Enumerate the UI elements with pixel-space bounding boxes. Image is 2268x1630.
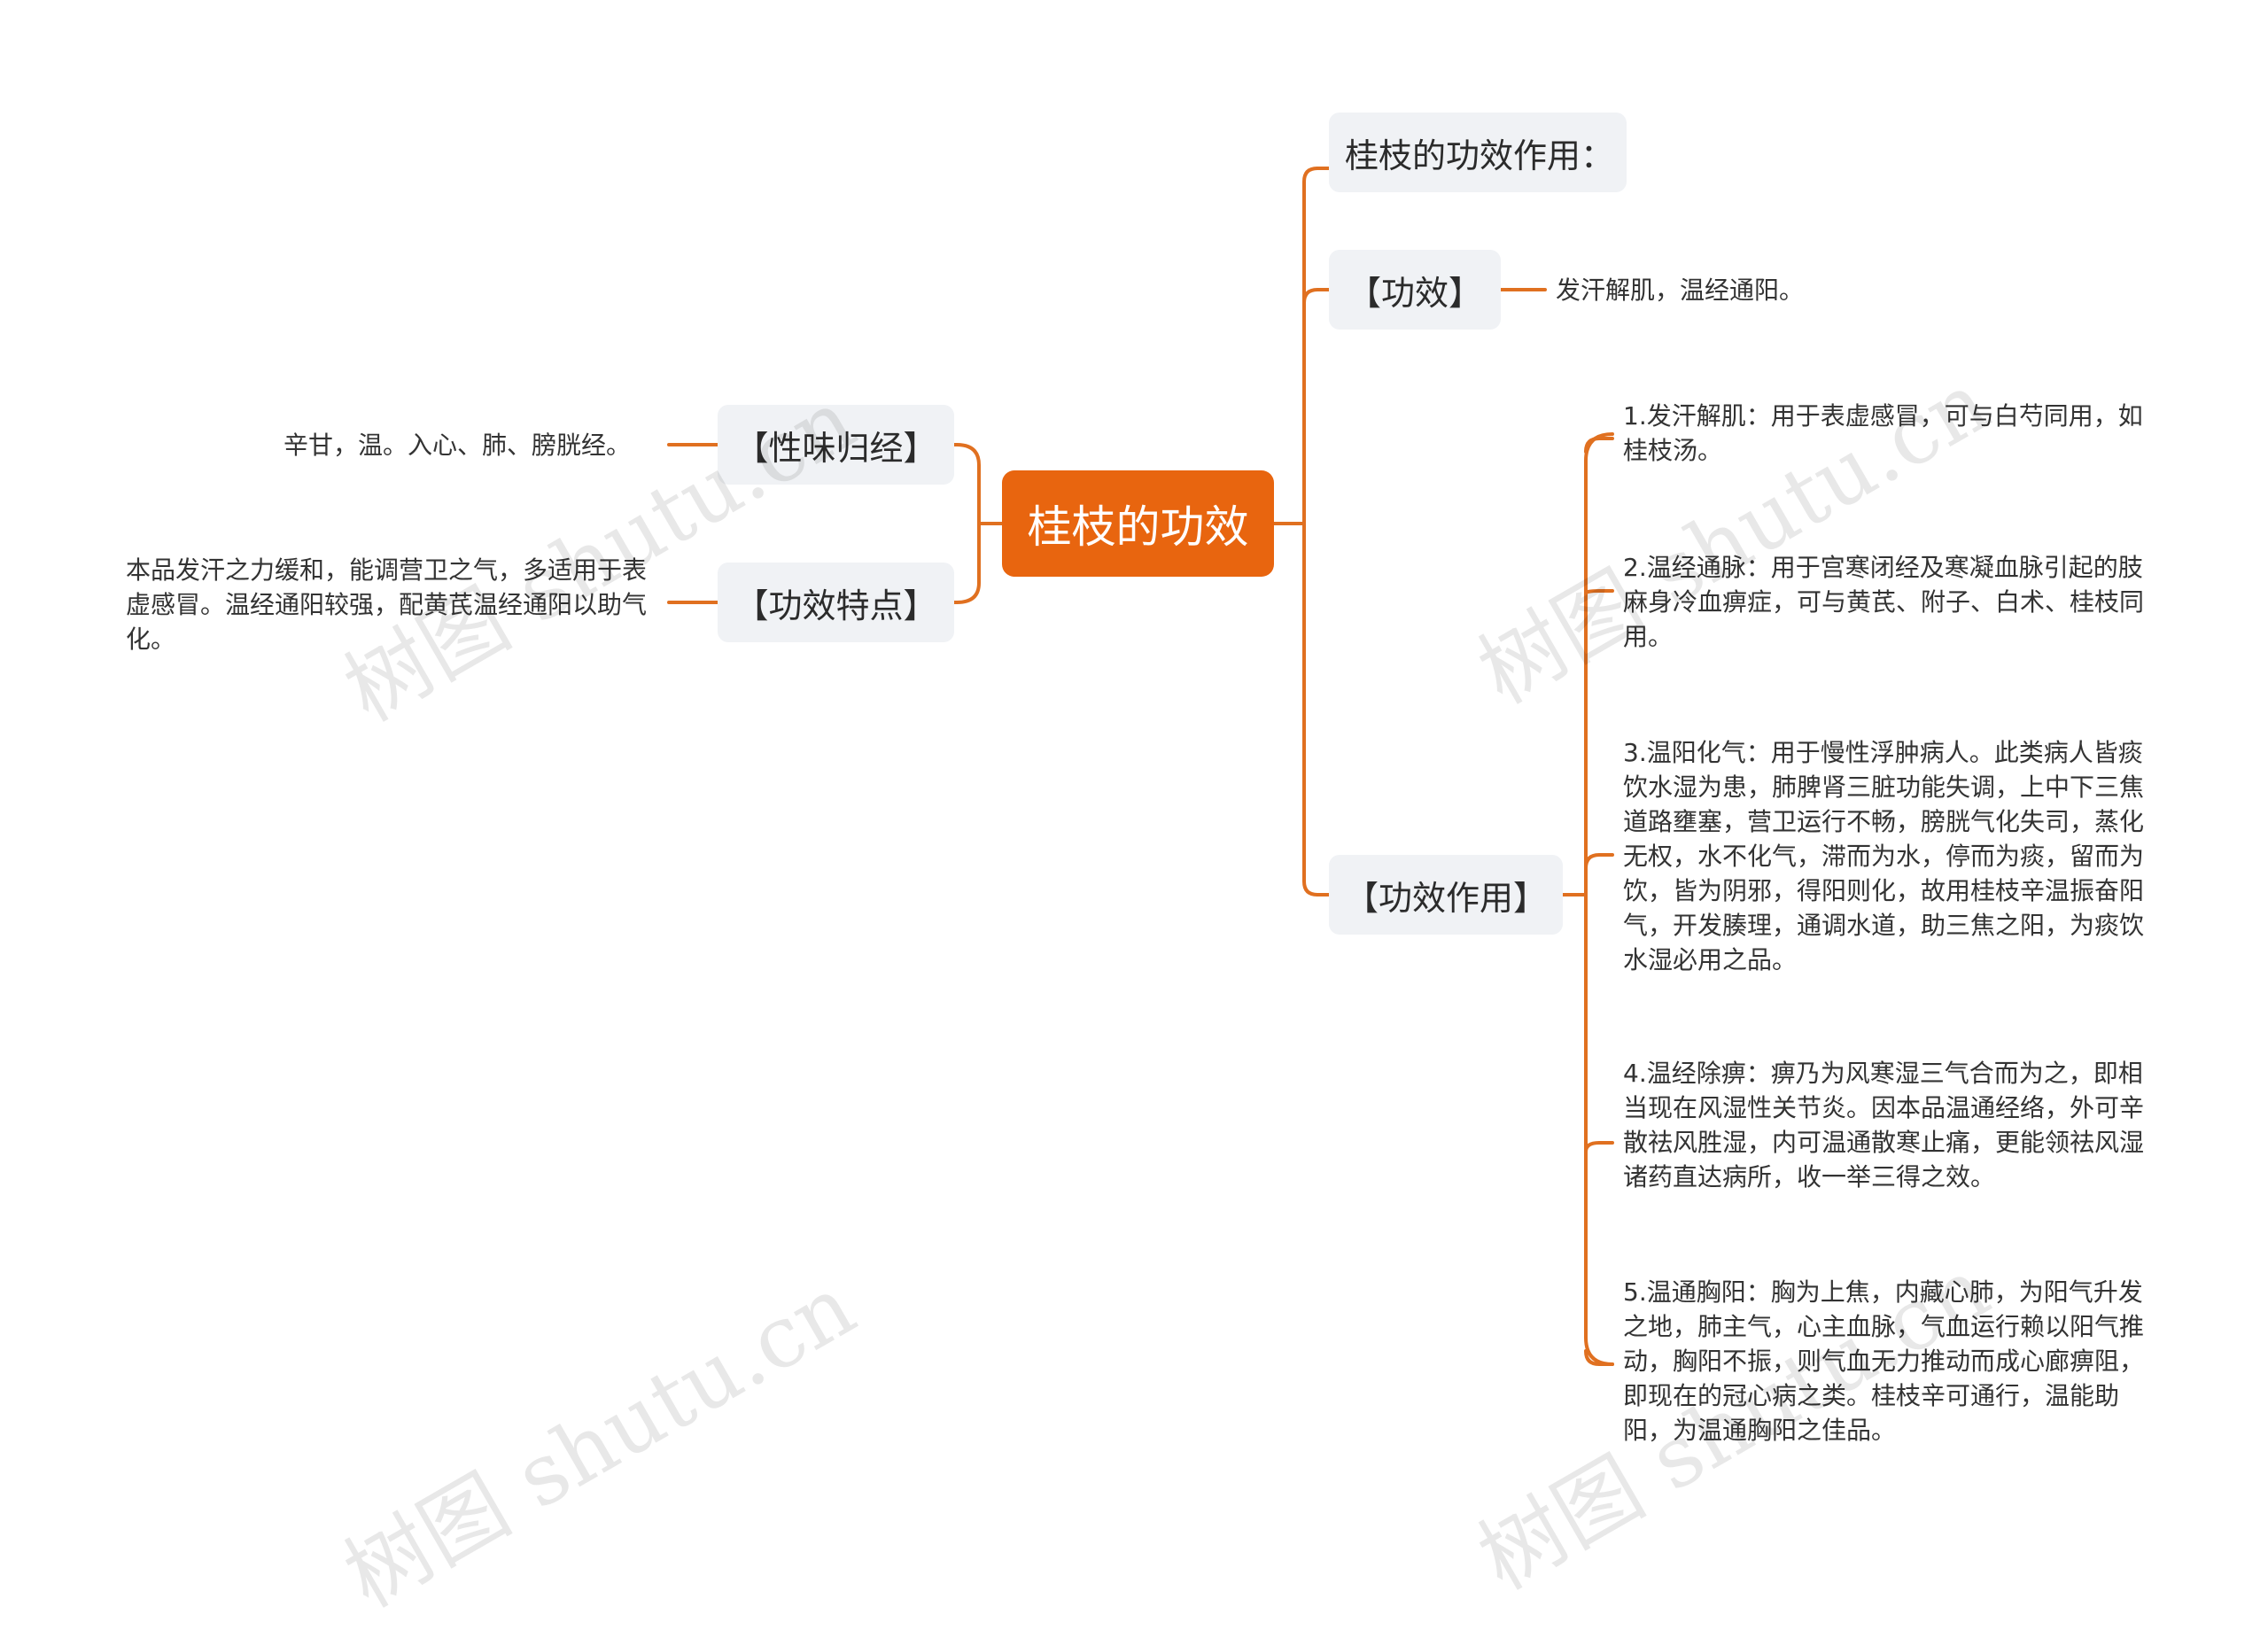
tedian-text: 本品发汗之力缓和，能调营卫之气，多适用于表虚感冒。温经通阳较强，配黄芪温经通阳以…: [126, 555, 648, 654]
edge-to-gongxiao: [1302, 288, 1331, 305]
xingwei-text: 辛甘，温。入心、肺、膀胱经。: [284, 431, 632, 460]
zuoyong-item-4: 4.温经除痹：痹乃为风寒湿三气合而为之，即相当现在风湿性关节炎。因本品温通经络，…: [1623, 1059, 2145, 1191]
branch-gongxiao-zuoyong-label: 【功效作用】: [1344, 878, 1547, 918]
branch-tedian-label: 【功效特点】: [734, 586, 937, 625]
zuoyong-item-1: 1.发汗解肌：用于表虚感冒，可与白芍同用，如桂枝汤。: [1623, 401, 2143, 465]
branch-xingwei[interactable]: 【性味归经】: [718, 405, 954, 485]
edge-item-2: [1584, 589, 1614, 595]
zuoyong-item-2: 2.温经通脉：用于宫寒闭经及寒凝血脉引起的肢麻身冷血痹症，可与黄芪、附子、白术、…: [1623, 553, 2145, 651]
edge-right-trunk: [1302, 167, 1319, 896]
branch-tedian[interactable]: 【功效特点】: [718, 563, 954, 642]
branch-xingwei-label: 【性味归经】: [734, 428, 937, 468]
edge-left-trunk: [955, 443, 981, 604]
zuoyong-item-3: 3.温阳化气：用于慢性浮肿病人。此类病人皆痰饮水湿为患，肺脾肾三脏功能失调，上中…: [1623, 738, 2145, 974]
branch-gongxiao[interactable]: 【功效】: [1329, 250, 1501, 330]
edge-item-4: [1584, 1141, 1614, 1153]
branch-title-node[interactable]: 桂枝的功效作用：: [1329, 113, 1627, 192]
branch-title-label: 桂枝的功效作用：: [1345, 136, 1615, 175]
root-label: 桂枝的功效: [1027, 501, 1249, 553]
branch-gongxiao-label: 【功效】: [1347, 273, 1482, 313]
connector-lines: [667, 167, 1614, 1366]
edge-item-5: [1584, 1349, 1614, 1366]
edge-item-1: [1584, 437, 1614, 454]
zuoyong-item-5: 5.温通胸阳：胸为上焦，内藏心肺，为阳气升发之地，肺主气，心主血脉，气血运行赖以…: [1623, 1277, 2145, 1445]
gongxiao-text: 发汗解肌，温经通阳。: [1556, 276, 1805, 305]
branch-gongxiao-zuoyong[interactable]: 【功效作用】: [1329, 855, 1563, 935]
root-node[interactable]: 桂枝的功效: [1002, 470, 1274, 577]
edge-zuoyong-bracket: [1584, 432, 1614, 1366]
edge-item-3: [1584, 853, 1614, 870]
